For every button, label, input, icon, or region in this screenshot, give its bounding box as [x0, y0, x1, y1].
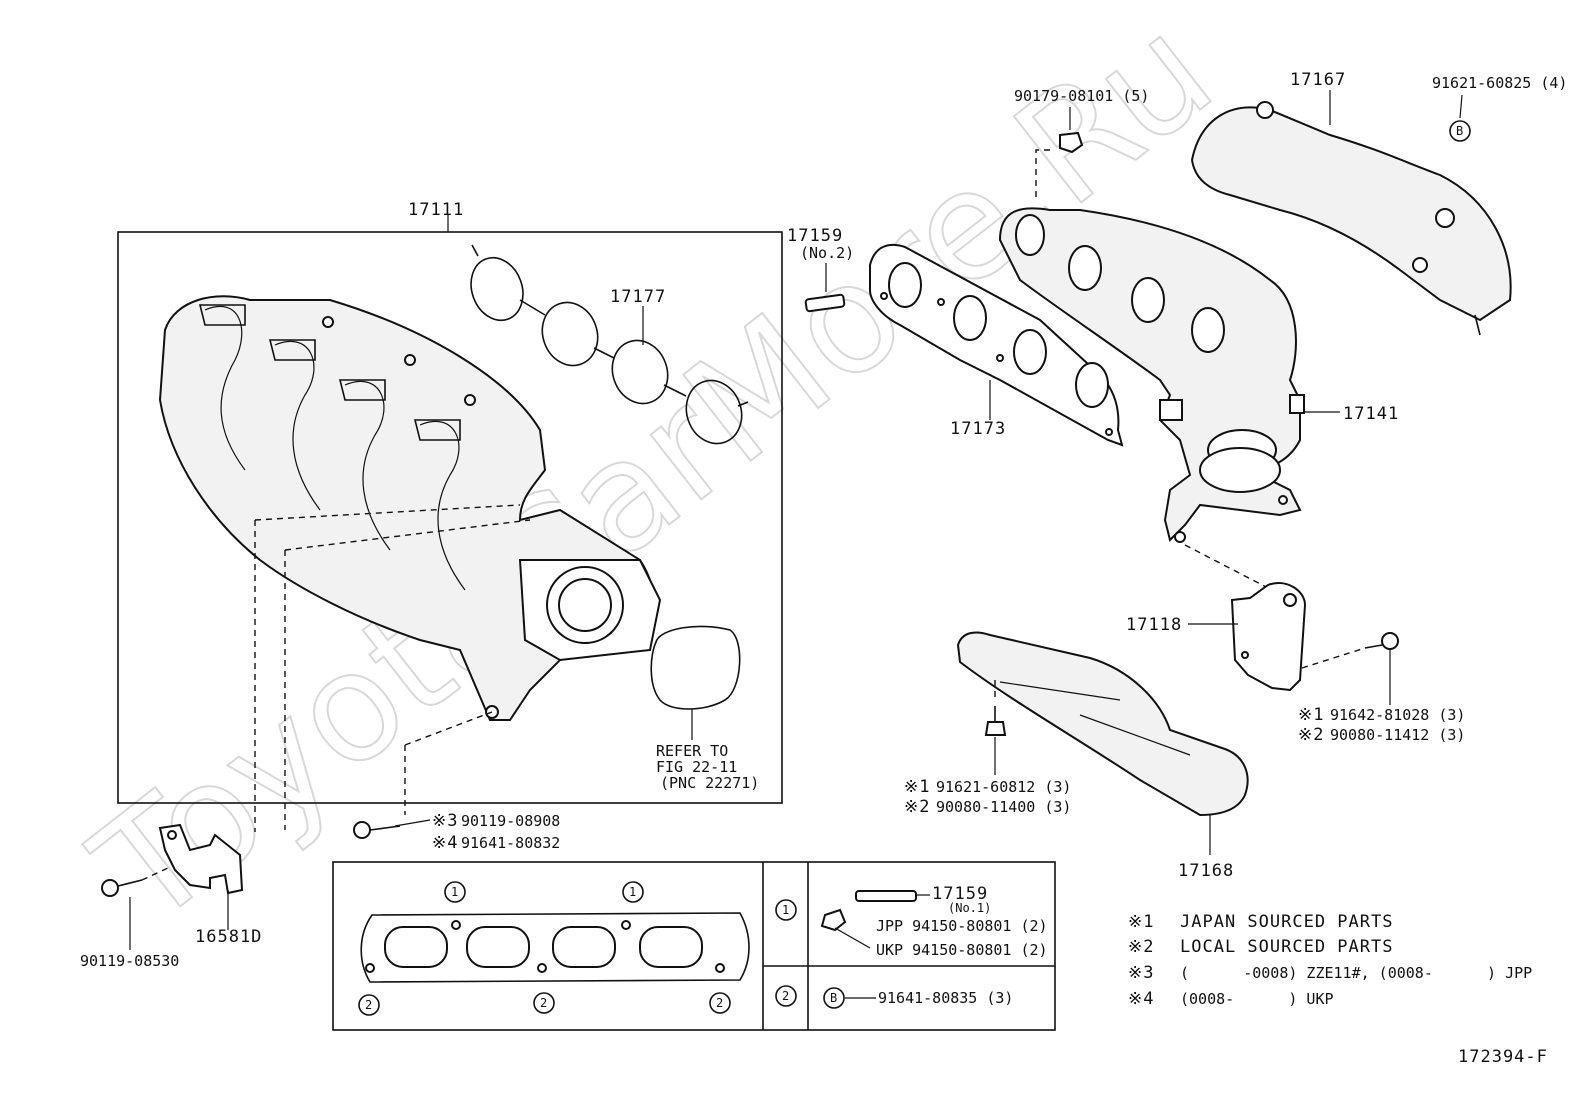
- part-number: 90080-11412 (3): [1330, 726, 1465, 744]
- part-number: 90119-08908: [461, 812, 560, 830]
- note-text: JAPAN SOURCED PARTS: [1180, 912, 1393, 932]
- legend-stud-sub: (No.1): [948, 901, 991, 915]
- part-sublabel-no2: (No.2): [800, 244, 854, 262]
- part-label-17173: 17173: [950, 419, 1006, 439]
- part-label-90119-08530: 90119-08530: [80, 952, 179, 970]
- note-mark: ※3: [432, 811, 458, 831]
- note-text: ( -0008) ZZE11#, (0008- ) JPP: [1180, 964, 1532, 982]
- svg-text:1: 1: [782, 903, 789, 917]
- exhaust-manifold-drawing: [998, 207, 1305, 543]
- svg-text:2: 2: [365, 998, 372, 1012]
- part-label-17167: 17167: [1290, 70, 1346, 90]
- legend-marker-2: 2: [533, 992, 555, 1014]
- throttle-gasket-drawing: [650, 625, 741, 710]
- part-label-90179-08101: 90179-08101 (5): [1014, 87, 1149, 105]
- part-number: 91642-81028 (3): [1330, 706, 1465, 724]
- svg-text:1: 1: [451, 885, 458, 899]
- stud-no2-drawing: [804, 293, 846, 313]
- legend-key-1: 1: [775, 899, 797, 921]
- svg-text:2: 2: [782, 989, 789, 1003]
- legend-marker-b: B: [823, 987, 845, 1009]
- figure-code: 172394-F: [1458, 1047, 1548, 1067]
- legend-stud-number: 17159: [932, 884, 988, 904]
- refer-note-line1: REFER TO: [656, 742, 728, 760]
- note-mark: ※2: [1128, 937, 1154, 957]
- legend-marker-2: 2: [709, 992, 731, 1014]
- note-mark: ※1: [1298, 705, 1324, 725]
- part-label-17159: 17159: [787, 226, 843, 246]
- note-text: (0008- ) UKP: [1180, 990, 1334, 1008]
- legend-key-2: 2: [775, 985, 797, 1007]
- refer-note-line2: FIG 22-11: [656, 758, 737, 776]
- svg-text:B: B: [830, 991, 837, 1005]
- note-text: LOCAL SOURCED PARTS: [1180, 937, 1393, 957]
- marker-b: B: [1456, 124, 1463, 138]
- legend-box: [332, 861, 1056, 1031]
- part-label-17177: 17177: [610, 287, 666, 307]
- legend-marker-1: 1: [622, 881, 644, 903]
- legend-marker-2: 2: [358, 994, 380, 1016]
- legend-gasket-drawing: [360, 912, 750, 983]
- lower-bolt-drawing: [984, 706, 1007, 736]
- intake-gasket-drawing: [470, 244, 749, 445]
- bolt-a-drawing: [353, 821, 401, 839]
- part-label-91621-60825: 91621-60825 (4): [1432, 74, 1567, 92]
- intake-manifold-box: [117, 231, 783, 804]
- nut-drawing: [1059, 131, 1084, 154]
- stud-no1-drawing: [820, 890, 917, 949]
- stay-drawing: [1230, 582, 1307, 692]
- note-mark: ※3: [1128, 963, 1154, 983]
- bracket-bolt-drawing: [101, 879, 143, 897]
- notes-list: ※1 JAPAN SOURCED PARTS ※2 LOCAL SOURCED …: [1128, 912, 1532, 1009]
- legend-bolt-line: 91641-80835 (3): [878, 989, 1013, 1007]
- lower-insulator-drawing: [956, 631, 1249, 817]
- stay-bolt-drawing: [1364, 632, 1399, 650]
- part-label-16581D: 16581D: [195, 927, 262, 947]
- note-mark: ※2: [1298, 725, 1324, 745]
- legend-ukp-line: UKP 94150-80801 (2): [876, 941, 1048, 959]
- note-mark: ※1: [1128, 912, 1154, 932]
- part-number: 90080-11400 (3): [936, 798, 1071, 816]
- svg-text:2: 2: [540, 996, 547, 1010]
- part-number: 91641-80832: [461, 834, 560, 852]
- refer-note-line3: (PNC 22271): [660, 774, 759, 792]
- part-label-17118: 17118: [1126, 615, 1182, 635]
- note-mark: ※4: [432, 833, 458, 853]
- note-mark: ※2: [904, 797, 930, 817]
- part-number: 91621-60812 (3): [936, 778, 1071, 796]
- legend-marker-1: 1: [444, 881, 466, 903]
- note-mark: ※1: [904, 777, 930, 797]
- svg-text:2: 2: [716, 996, 723, 1010]
- legend-jpp-line: JPP 94150-80801 (2): [876, 917, 1048, 935]
- svg-text:1: 1: [629, 885, 636, 899]
- part-label-17168: 17168: [1178, 861, 1234, 881]
- part-label-17141: 17141: [1343, 404, 1399, 424]
- note-mark: ※4: [1128, 989, 1154, 1009]
- part-label-17111: 17111: [408, 200, 464, 220]
- intake-manifold-drawing: [158, 295, 662, 721]
- marker-b-circle: [1449, 120, 1471, 142]
- exhaust-gasket-drawing: [869, 243, 1124, 447]
